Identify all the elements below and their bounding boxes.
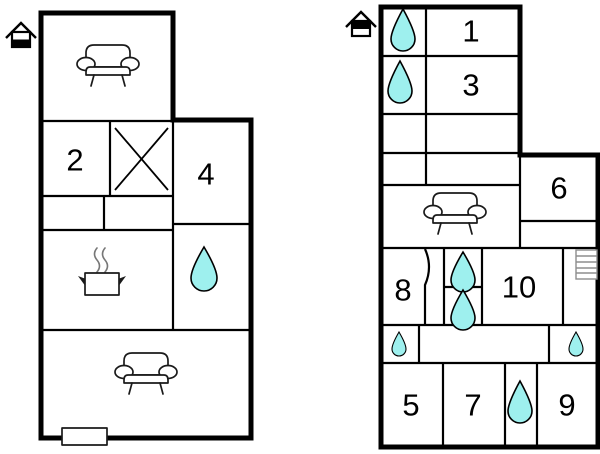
left-plan-outer-wall (38, 10, 254, 441)
left-plan: 2 4 (5, 10, 254, 446)
water-drop-icon (507, 379, 533, 424)
water-drop-icon (190, 245, 218, 292)
room-number: 2 (66, 143, 83, 178)
room-number: 10 (502, 270, 536, 305)
room-number: 4 (197, 157, 214, 192)
water-drop-icon (568, 330, 584, 357)
water-drop-icon (450, 250, 476, 293)
sofa-icon (423, 192, 487, 235)
room-number: 9 (558, 388, 575, 423)
left-plan-interior-walls (41, 119, 251, 332)
sofa-icon (76, 44, 140, 87)
right-plan: 1 3 6 8 10 5 7 9 (345, 4, 600, 450)
door-step-icon (61, 427, 108, 446)
right-plan-interior-walls (381, 7, 598, 447)
house-entrance-icon (345, 10, 377, 38)
room-number: 6 (550, 171, 567, 206)
room-number: 3 (462, 68, 479, 103)
house-entrance-icon (5, 21, 37, 49)
stairs-icon (575, 249, 598, 280)
room-number: 7 (464, 388, 481, 423)
water-drop-icon (390, 7, 416, 52)
cooking-pot-icon (78, 247, 126, 296)
right-plan-outer-wall (378, 4, 600, 450)
water-drop-icon (391, 330, 407, 357)
water-drop-icon (450, 288, 476, 331)
room-number: 1 (462, 14, 479, 49)
water-drop-icon (387, 59, 413, 104)
room-number: 8 (394, 273, 411, 308)
sofa-icon (114, 352, 178, 395)
room-number: 5 (402, 388, 419, 423)
